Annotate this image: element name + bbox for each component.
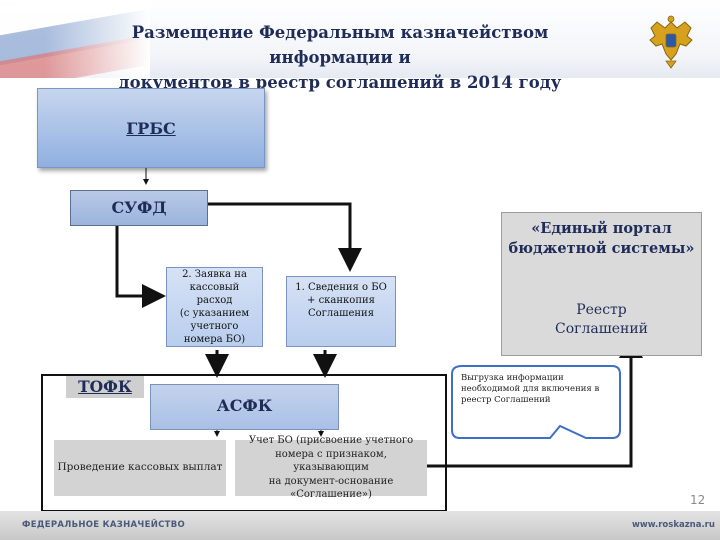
sufd-box: СУФД [70, 190, 208, 226]
callout-text: Выгрузка информации необходимой для вклю… [461, 373, 611, 406]
callout-line: реестр Соглашений [461, 395, 551, 405]
title-line-1: Размещение Федеральным казначейством инф… [131, 23, 549, 67]
portal-title: «Единый портал бюджетной системы» [502, 219, 701, 259]
portal-title-line: «Единый портал [531, 220, 672, 237]
accounting-line: «Соглашение») [290, 489, 372, 500]
accounting-line: указывающим [293, 462, 369, 473]
arrow-accounting-portal [427, 334, 643, 468]
request-line: (с указанием [179, 308, 250, 319]
accounting-label: Учет БО (присвоение учетного номера с пр… [235, 434, 427, 502]
tofk-label-box: ТОФК [66, 376, 144, 398]
request-line: кассовый [189, 282, 240, 293]
request-line: номера БО) [183, 334, 246, 345]
asfk-box: АСФК [150, 384, 339, 430]
accounting-line: Учет БО (присвоение учетного [248, 435, 414, 446]
portal-title-line: бюджетной системы» [508, 240, 695, 257]
slide-title: Размещение Федеральным казначейством инф… [70, 20, 610, 95]
accounting-box: Учет БО (присвоение учетного номера с пр… [235, 435, 427, 500]
request-line: 2. Заявка на [182, 269, 247, 280]
accounting-line: номера с признаком, [275, 448, 387, 460]
callout-line: Выгрузка информации [461, 373, 564, 383]
request-document: 2. Заявка на кассовый расход (с указание… [166, 267, 263, 347]
title-line-2: документов в реестр соглашений в 2014 го… [118, 73, 562, 92]
accounting-line: на документ-основание [268, 475, 394, 487]
budget-portal-box: «Единый портал бюджетной системы» Реестр… [501, 212, 702, 356]
portal-registry: Реестр Соглашений [502, 301, 701, 339]
arrow-sufd-info [207, 202, 362, 272]
arrow-sufd-request [115, 225, 166, 308]
slide-footer: ФЕДЕРАЛЬНОЕ КАЗНАЧЕЙСТВО www.roskazna.ru [0, 511, 720, 540]
info-line: Соглашения [307, 308, 375, 319]
info-line: 1. Сведения о БО [295, 282, 387, 293]
footer-organization: ФЕДЕРАЛЬНОЕ КАЗНАЧЕЙСТВО [22, 520, 186, 530]
page-number: 12 [690, 493, 706, 507]
cash-payments-box: Проведение кассовых выплат [54, 440, 226, 496]
request-line: расход [196, 295, 233, 306]
footer-website: www.roskazna.ru [632, 520, 715, 530]
request-line: учетного [190, 321, 239, 332]
double-headed-eagle-emblem-icon [649, 15, 693, 69]
grbs-box: ГРБС [37, 88, 265, 168]
sufd-label: СУФД [111, 198, 167, 217]
callout-bubble [451, 365, 621, 439]
grbs-label: ГРБС [126, 119, 176, 138]
info-document: 1. Сведения о БО + сканкопия Соглашения [286, 276, 396, 347]
info-line: + сканкопия [307, 295, 375, 306]
registry-line: Соглашений [554, 321, 648, 337]
russian-flag-decoration [0, 0, 150, 78]
asfk-label: АСФК [216, 396, 273, 415]
tofk-label: ТОФК [78, 377, 132, 396]
callout-line: необходимой для включения в [461, 384, 600, 394]
registry-line: Реестр [576, 302, 627, 318]
cash-payments-label: Проведение кассовых выплат [57, 461, 223, 473]
